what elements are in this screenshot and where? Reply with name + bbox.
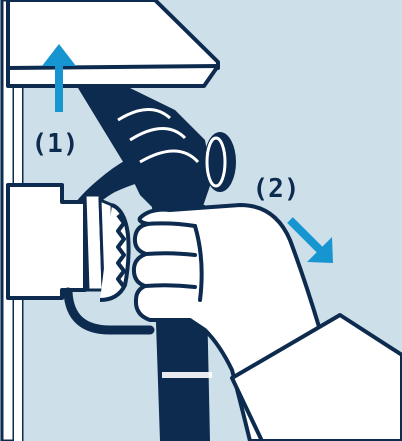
- spout-ring-3: [139, 149, 200, 164]
- grip-teeth: [116, 213, 126, 289]
- spout-ring-1: [117, 108, 172, 122]
- finger-line-3: [143, 283, 197, 289]
- knuckle-line: [193, 224, 204, 302]
- finger-line-1: [144, 221, 197, 228]
- step-1-arrow: [42, 44, 76, 112]
- appliance-lip: [6, 64, 220, 88]
- valve-spout: [78, 88, 212, 222]
- step-2-arrow: [287, 217, 333, 263]
- wall-bracket: [6, 183, 87, 300]
- valve-knob: [204, 132, 236, 192]
- step-2-label: (2): [253, 174, 300, 204]
- spout-ring-2: [129, 127, 187, 142]
- finger-line-2: [144, 251, 197, 257]
- valve-knob-highlight: [205, 136, 227, 188]
- step-1-label: (1): [32, 129, 79, 159]
- retaining-loop: [63, 287, 155, 335]
- sleeve: [230, 313, 402, 441]
- handle-band-2: [162, 372, 212, 378]
